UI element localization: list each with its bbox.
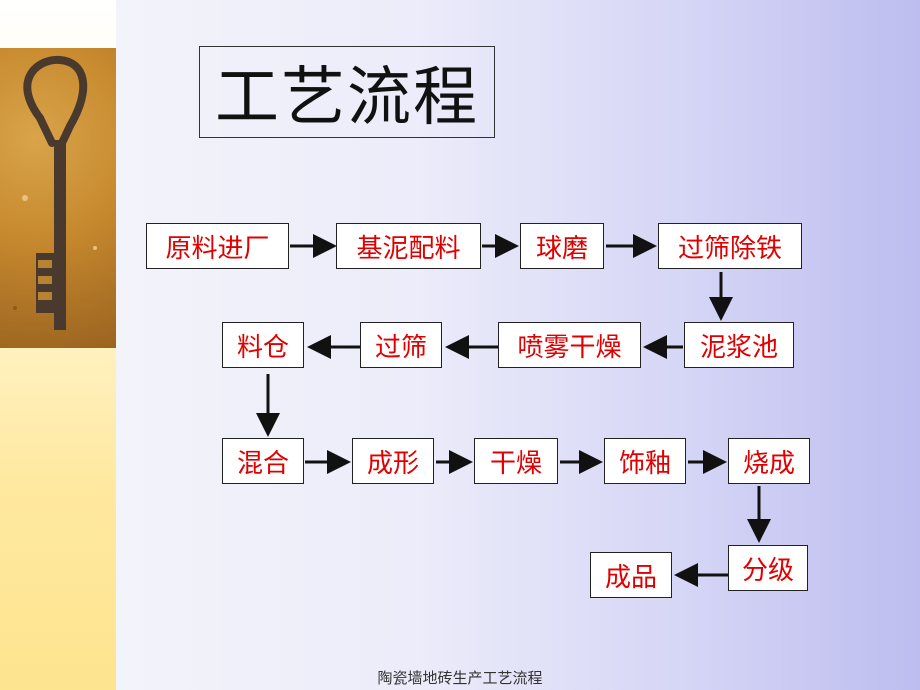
step-ball-milling: 球磨 [520,223,604,269]
key-photo [0,48,116,348]
step-silo: 料仓 [222,322,304,368]
page-title: 工艺流程 [199,46,495,138]
step-body-batching: 基泥配料 [336,223,481,269]
step-slurry-pool: 泥浆池 [684,322,794,368]
footer-caption: 陶瓷墙地砖生产工艺流程 [377,669,543,687]
step-sieve-iron-removal: 过筛除铁 [658,223,802,269]
step-grading: 分级 [728,545,808,591]
step-forming: 成形 [352,438,434,484]
step-mixing: 混合 [222,438,304,484]
step-raw-material-intake: 原料进厂 [146,223,289,269]
step-drying: 干燥 [474,438,558,484]
step-glazing: 饰釉 [604,438,686,484]
step-finished-product: 成品 [590,552,672,598]
step-spray-drying: 喷雾干燥 [498,322,641,368]
step-sieving: 过筛 [360,322,442,368]
step-firing: 烧成 [728,438,810,484]
key-icon [13,55,97,330]
